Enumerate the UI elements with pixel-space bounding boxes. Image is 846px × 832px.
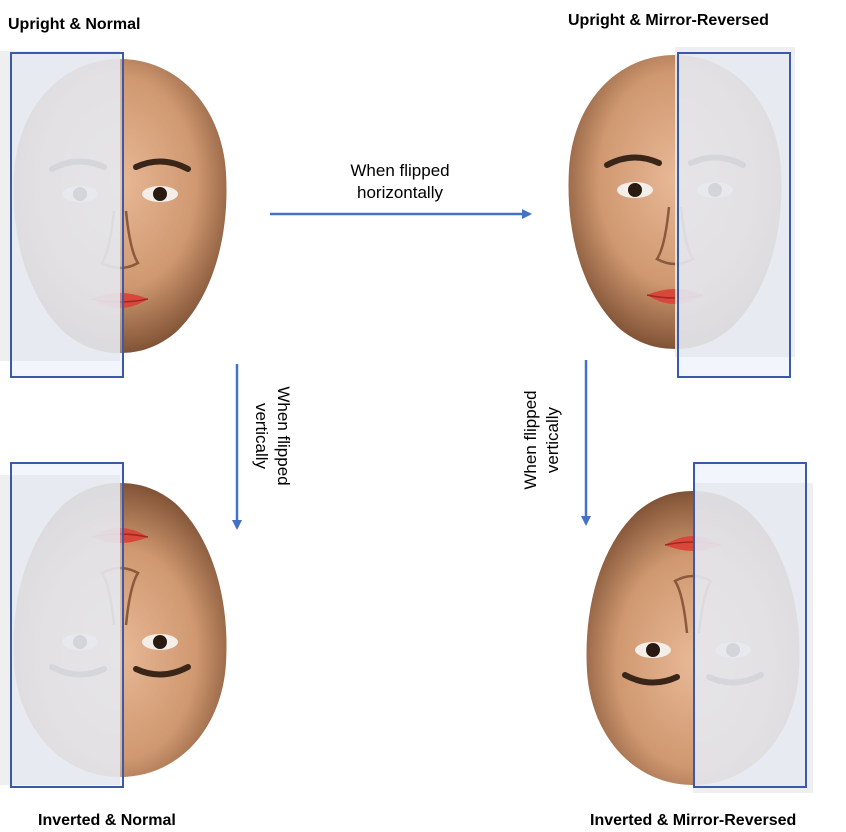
panel-title-inverted-mirror: Inverted & Mirror-Reversed <box>590 812 796 830</box>
arrow-label-vertical-left: When flipped vertically <box>250 376 294 496</box>
panel-title-inverted-normal: Inverted & Normal <box>38 812 176 830</box>
highlight-box <box>693 462 807 788</box>
arrow-label-line: vertically <box>250 376 272 496</box>
highlight-box <box>10 52 124 378</box>
arrow-label-line: When flipped <box>320 160 480 182</box>
panel-title-upright-normal: Upright & Normal <box>8 16 140 34</box>
arrow-label-line: horizontally <box>320 182 480 204</box>
arrow-label-line: When flipped <box>272 376 294 496</box>
arrow-label-vertical-right: When flipped vertically <box>520 380 564 500</box>
arrow-label-line: When flipped <box>520 380 542 500</box>
highlight-box <box>10 462 124 788</box>
highlight-box <box>677 52 791 378</box>
panel-title-upright-mirror: Upright & Mirror-Reversed <box>568 12 769 30</box>
arrow-label-line: vertically <box>542 380 564 500</box>
arrow-label-horizontal: When flipped horizontally <box>320 160 480 204</box>
